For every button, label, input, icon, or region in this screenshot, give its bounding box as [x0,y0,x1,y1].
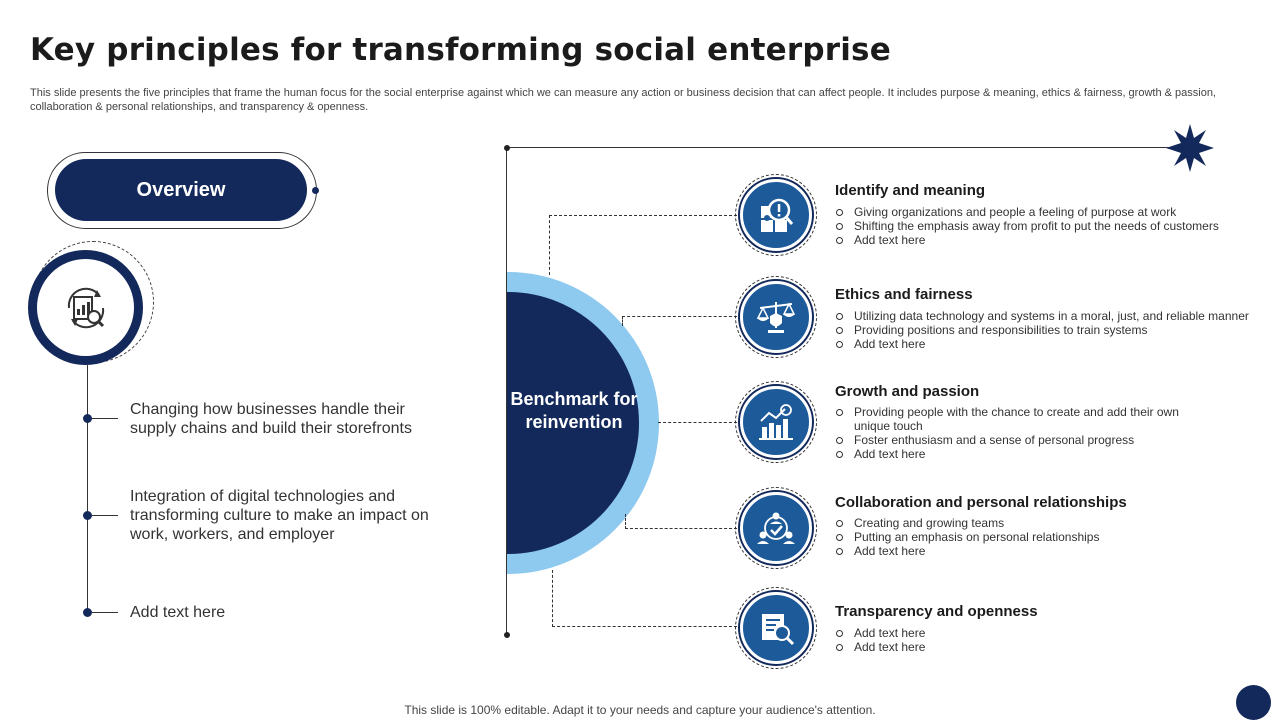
timeline-connector [92,515,118,516]
list-item: Shifting the emphasis away from profit t… [836,219,1266,233]
overview-item-2: Integration of digital technologies and … [130,488,429,543]
principle-icon-ring [735,276,817,358]
list-item: Creating and growing teams [836,516,1266,530]
slide-title: Key principles for transforming social e… [30,32,891,68]
document-search-icon [762,614,795,646]
timeline-dot [83,608,92,617]
principle-icon-circle [740,492,812,564]
footer-note: This slide is 100% editable. Adapt it to… [404,703,876,717]
list-item: Add text here [836,447,1266,461]
star-icon [1166,124,1214,172]
principle-icon-ring [735,381,817,463]
list-item: Providing positions and responsibilities… [836,323,1266,337]
list-item: Foster enthusiasm and a sense of persona… [836,433,1266,447]
benchmark-label: Benchmark for reinvention [510,389,638,432]
overview-item-3: Add text here [130,604,226,621]
list-item: Giving organizations and people a feelin… [836,205,1266,219]
principle-1-title: Identify and meaning [835,182,986,199]
principle-icon-circle [740,386,812,458]
top-frame-line [507,147,1187,148]
principle-4-title: Collaboration and personal relationships [835,494,1127,511]
principle-icon-circle [740,592,812,664]
scales-shield-icon [756,302,796,333]
principle-2-title: Ethics and fairness [835,286,973,303]
puzzle-alert-icon [761,198,794,232]
list-item: Add text here [836,337,1266,351]
overview-timeline [87,365,88,615]
list-item: Add text here [836,626,1266,640]
principle-4-list: Creating and growing teams Putting an em… [836,516,1266,558]
overview-pill: Overview [55,159,307,221]
list-item: Putting an emphasis on personal relation… [836,530,1266,544]
timeline-dot [83,414,92,423]
left-frame-line [506,147,507,635]
team-network-icon [757,512,795,544]
principle-icon-circle [740,179,812,251]
principle-1-list: Giving organizations and people a feelin… [836,205,1266,247]
principle-3-title: Growth and passion [835,383,980,400]
timeline-dot [83,511,92,520]
list-item: Utilizing data technology and systems in… [836,309,1266,323]
frame-end-dot [504,632,510,638]
list-item: Add text here [836,544,1266,558]
principle-icon-ring [735,587,817,669]
frame-end-dot [504,145,510,151]
list-item: Add text here [836,640,1266,654]
connector-5 [552,570,737,627]
principle-3-list: Providing people with the chance to crea… [836,405,1266,461]
corner-decoration [1236,685,1271,720]
growth-chart-icon [759,404,793,440]
pill-end-dot [312,187,319,194]
list-item: Providing people with the chance to crea… [836,405,1196,433]
principle-icon-ring [735,487,817,569]
timeline-connector [92,612,118,613]
principle-icon-circle [740,281,812,353]
connector-3 [658,422,737,423]
slide-subtitle: This slide presents the five principles … [30,87,1216,113]
overview-item-1: Changing how businesses handle their sup… [130,401,412,437]
connector-1 [549,215,737,275]
principle-5-list: Add text here Add text here [836,626,1266,654]
connector-4 [625,514,737,529]
principle-icon-ring [735,174,817,256]
timeline-connector [92,418,118,419]
principle-5-title: Transparency and openness [835,603,1038,620]
connector-2 [622,316,737,326]
report-analysis-icon [67,287,104,328]
principle-2-list: Utilizing data technology and systems in… [836,309,1266,351]
overview-icon-circle [28,250,143,365]
list-item: Add text here [836,233,1266,247]
